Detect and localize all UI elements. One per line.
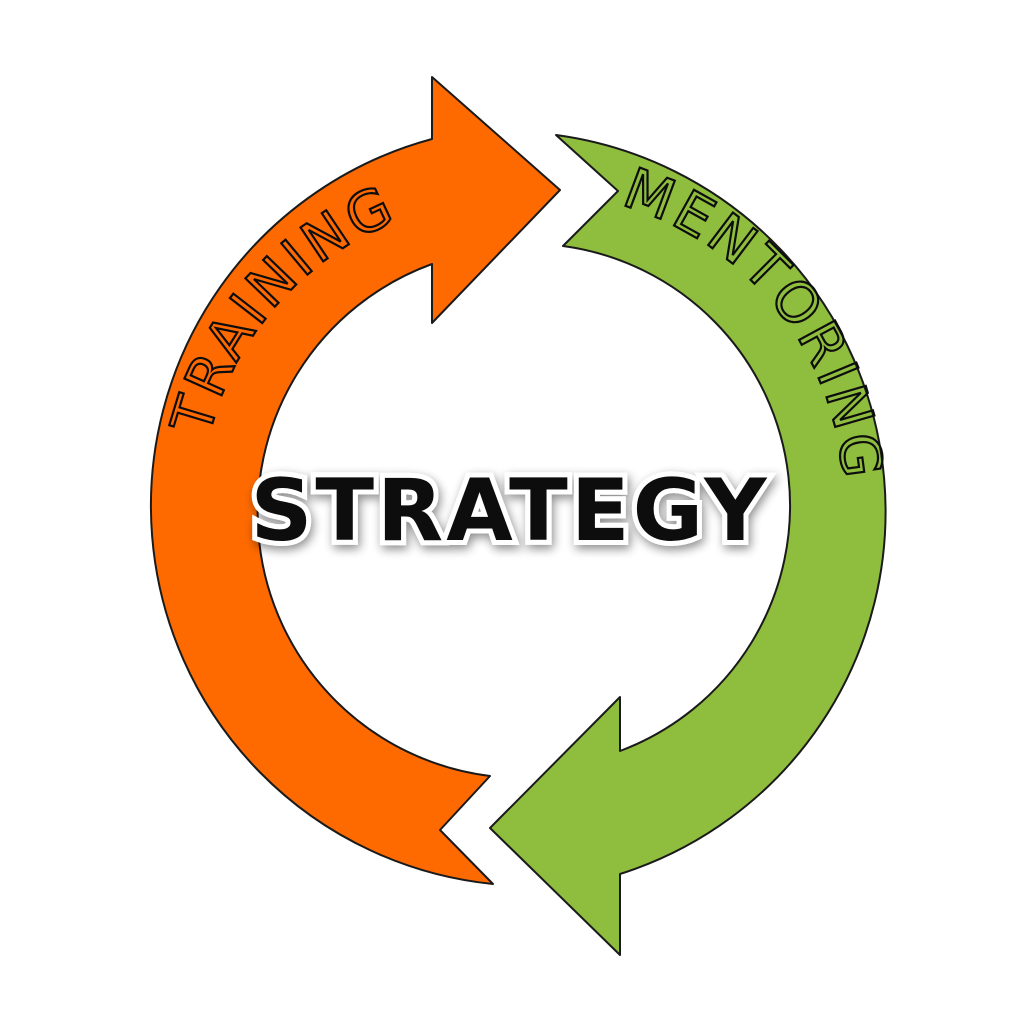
mentoring-arrow — [489, 134, 887, 956]
training-arrow — [149, 76, 561, 885]
center-label: STRATEGY — [250, 461, 769, 561]
